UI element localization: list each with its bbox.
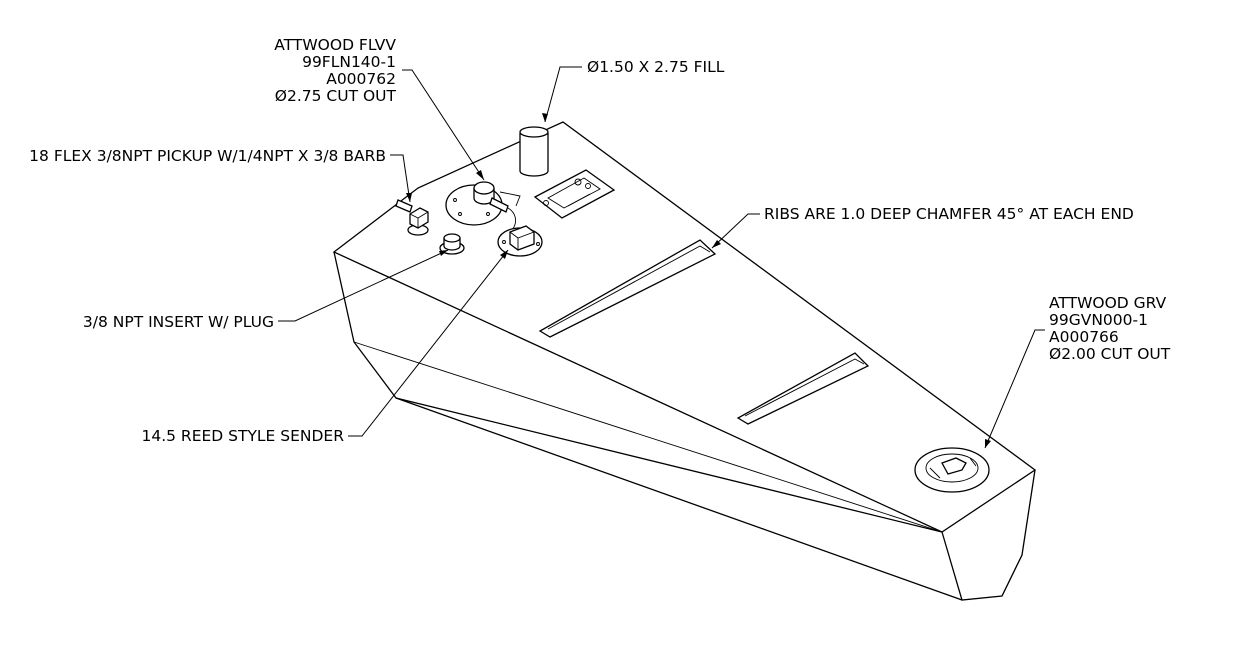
rib-rear	[736, 352, 870, 425]
callout-flvv: ATTWOOD FLVV 99FLN140-1 A000762 Ø2.75 CU…	[274, 36, 396, 105]
grv-line4: Ø2.00 CUT OUT	[1049, 345, 1171, 363]
tank-body	[332, 121, 1037, 601]
flvv-line1: ATTWOOD FLVV	[274, 36, 396, 54]
leader-lines	[278, 66, 1045, 449]
flvv-line3: A000762	[326, 70, 396, 88]
callout-pickup: 18 FLEX 3/8NPT PICKUP W/1/4NPT X 3/8 BAR…	[29, 147, 386, 165]
callout-insert: 3/8 NPT INSERT W/ PLUG	[83, 313, 274, 331]
flvv-vent-fitting	[445, 181, 521, 233]
grv-line3: A000766	[1049, 328, 1119, 346]
callout-ribs: RIBS ARE 1.0 DEEP CHAMFER 45° AT EACH EN…	[764, 205, 1134, 223]
grv-vent-fitting	[914, 447, 990, 493]
label-plate	[533, 169, 616, 219]
callout-fill: Ø1.50 X 2.75 FILL	[587, 58, 725, 76]
grv-line1: ATTWOOD GRV	[1049, 294, 1167, 312]
flvv-line4: Ø2.75 CUT OUT	[275, 87, 397, 105]
callout-sender: 14.5 REED STYLE SENDER	[141, 427, 344, 445]
fill-neck	[519, 126, 549, 177]
sender-fitting	[497, 225, 543, 257]
callout-grv: ATTWOOD GRV 99GVN000-1 A000766 Ø2.00 CUT…	[1049, 294, 1171, 363]
pickup-fitting	[395, 199, 429, 236]
npt-insert-plug	[439, 233, 465, 255]
rib-front	[538, 239, 717, 338]
flvv-line2: 99FLN140-1	[302, 53, 396, 71]
grv-line2: 99GVN000-1	[1049, 311, 1148, 329]
